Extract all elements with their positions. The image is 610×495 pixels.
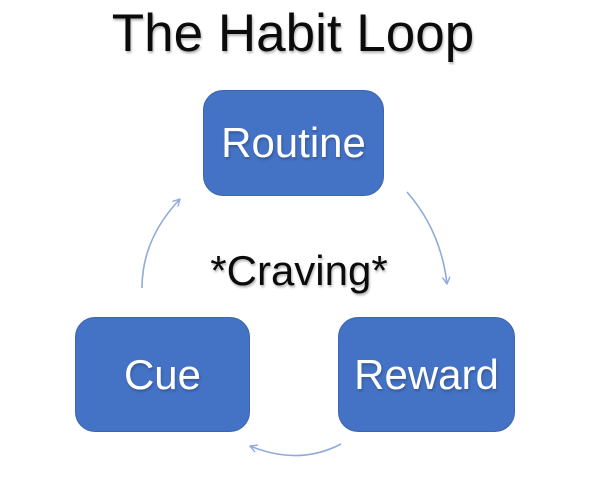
craving-label: *Craving* [210, 247, 388, 294]
node-reward-label: Reward [354, 350, 499, 398]
node-cue-label: Cue [123, 350, 202, 398]
diagram-title: The Habit Loop [111, 4, 475, 63]
node-routine: Routine [203, 90, 384, 196]
arrow-cue-to-routine [141, 198, 181, 289]
node-cue: Cue [75, 317, 250, 432]
node-reward: Reward [338, 317, 515, 432]
arrow-reward-to-cue [249, 443, 342, 457]
arrow-routine-to-reward [406, 191, 451, 285]
node-routine-label: Routine [221, 119, 366, 166]
